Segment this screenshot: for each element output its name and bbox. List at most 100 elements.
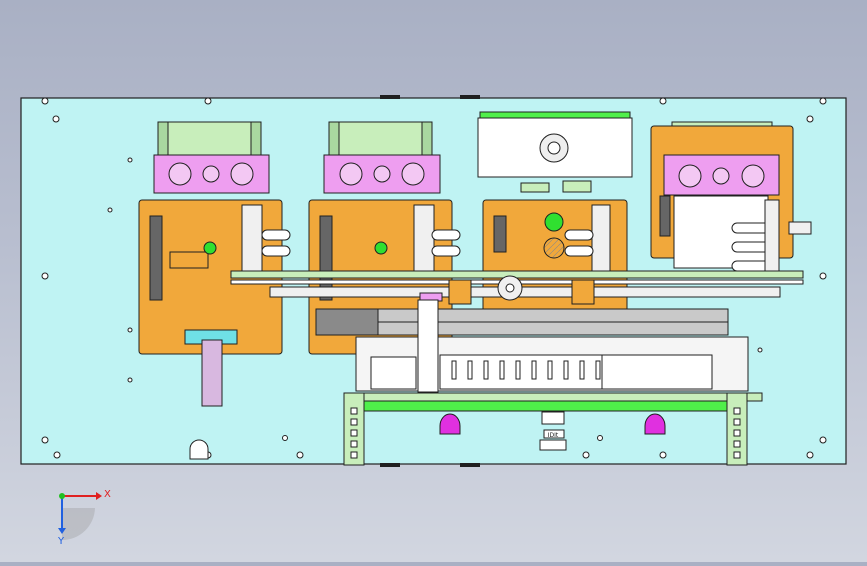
plate-tab <box>380 463 400 467</box>
leg-hole <box>733 451 741 459</box>
station-3-bracket <box>562 180 592 193</box>
support-frame-beam <box>355 400 743 412</box>
support-frame-top-beam <box>343 392 763 402</box>
station-3-spring-loop <box>564 245 594 257</box>
station-2-gear-center <box>373 165 391 183</box>
plate-tab <box>460 463 480 467</box>
linear-module[interactable] <box>315 308 729 336</box>
lower-module-plunger <box>417 299 439 393</box>
station-2-spring-loop <box>431 245 461 257</box>
station-1-spring-loop <box>261 229 291 241</box>
leg-hole <box>733 418 741 426</box>
station-2-slider <box>319 215 333 301</box>
station-2-green-sensor <box>374 241 388 255</box>
plate-cutout <box>189 439 209 460</box>
station-4[interactable] <box>650 121 812 273</box>
mounting-holes <box>41 97 827 459</box>
station-1-gear-center <box>202 165 220 183</box>
leg-hole <box>350 451 358 459</box>
station-2-cylinder <box>413 204 435 272</box>
station-1-gear-left <box>168 162 192 186</box>
slot <box>563 360 569 380</box>
station-4-gear-right <box>741 164 765 188</box>
station-4-slider <box>659 195 671 237</box>
station-3-motor-shaft-inner <box>547 141 561 155</box>
leg-hole <box>733 429 741 437</box>
coordinate-triad[interactable]: X Y <box>57 489 111 547</box>
y-axis-label: Y <box>57 536 65 547</box>
leg-hole <box>350 440 358 448</box>
plate-tab <box>460 95 480 99</box>
station-4-gear-left <box>678 164 702 188</box>
station-3-spring-loop <box>564 229 594 241</box>
station-3-slider <box>493 215 507 253</box>
leg-hole <box>350 429 358 437</box>
station-1-green-sensor <box>203 241 217 255</box>
transfer-block <box>448 279 472 305</box>
station-2-gear-right <box>401 162 425 186</box>
slot <box>595 360 601 380</box>
station-2-spring-loop <box>431 229 461 241</box>
station-1-slider <box>149 215 163 301</box>
station-1-motor-end-right <box>250 121 262 159</box>
station-1-motor-block <box>157 121 262 159</box>
linear-module-motor <box>315 308 379 336</box>
magenta-pad <box>644 413 666 435</box>
station-1-spring-loop <box>261 245 291 257</box>
station-3-green-sensor <box>544 212 564 232</box>
station-4-gear-center <box>712 167 730 185</box>
slot <box>515 360 521 380</box>
station-1-rod <box>201 339 223 407</box>
station-1-cylinder <box>241 204 263 272</box>
leg-hole <box>350 418 358 426</box>
support-frame-leg-right <box>726 392 748 466</box>
leg-hole <box>350 407 358 415</box>
leg-hole <box>733 440 741 448</box>
magenta-pad <box>439 413 461 435</box>
lower-module-panel-left <box>370 356 417 390</box>
slot <box>579 360 585 380</box>
transfer-roller-center <box>505 283 515 293</box>
station-2-motor-block <box>328 121 433 159</box>
lower-module-slot-rail <box>439 354 603 390</box>
station-1-gear-right <box>230 162 254 186</box>
transfer-block <box>571 279 595 305</box>
station-3-cylinder <box>591 204 611 272</box>
support-frame-leg-holes <box>350 407 741 459</box>
origin-marker <box>59 493 65 499</box>
slot <box>483 360 489 380</box>
detail-code-label: IDIt <box>548 432 559 439</box>
triad-shadow <box>62 508 95 540</box>
slot <box>547 360 553 380</box>
station-4-side-tab <box>788 221 812 235</box>
leg-hole <box>733 407 741 415</box>
x-axis-label: X <box>104 489 111 500</box>
station-2-motor-end-right <box>421 121 433 159</box>
slot <box>451 360 457 380</box>
station-1-motor-end-left <box>157 121 169 159</box>
slot <box>467 360 473 380</box>
slot <box>499 360 505 380</box>
support-frame-leg-left <box>343 392 365 466</box>
station-2-gear-left <box>339 162 363 186</box>
support-frame[interactable] <box>343 392 763 466</box>
station-3-hatched-cap <box>543 237 565 259</box>
slot <box>531 360 537 380</box>
plate-tab <box>380 95 400 99</box>
station-1-rail-guide <box>169 251 209 269</box>
station-4-cylinder <box>764 199 780 273</box>
transfer-rail[interactable] <box>230 270 804 305</box>
x-axis-arrow <box>96 492 102 500</box>
station-3-bracket <box>520 182 550 193</box>
lower-module-slots <box>451 360 601 380</box>
station-1[interactable] <box>138 121 291 407</box>
station-2-motor-end-left <box>328 121 340 159</box>
lower-module[interactable] <box>355 299 749 393</box>
bottom-bracket: IDIt <box>539 411 567 451</box>
transfer-rail-bar <box>230 270 804 279</box>
y-axis-arrow <box>58 528 66 534</box>
transfer-rail-guide <box>269 286 781 298</box>
lower-module-panel-right <box>601 354 713 390</box>
